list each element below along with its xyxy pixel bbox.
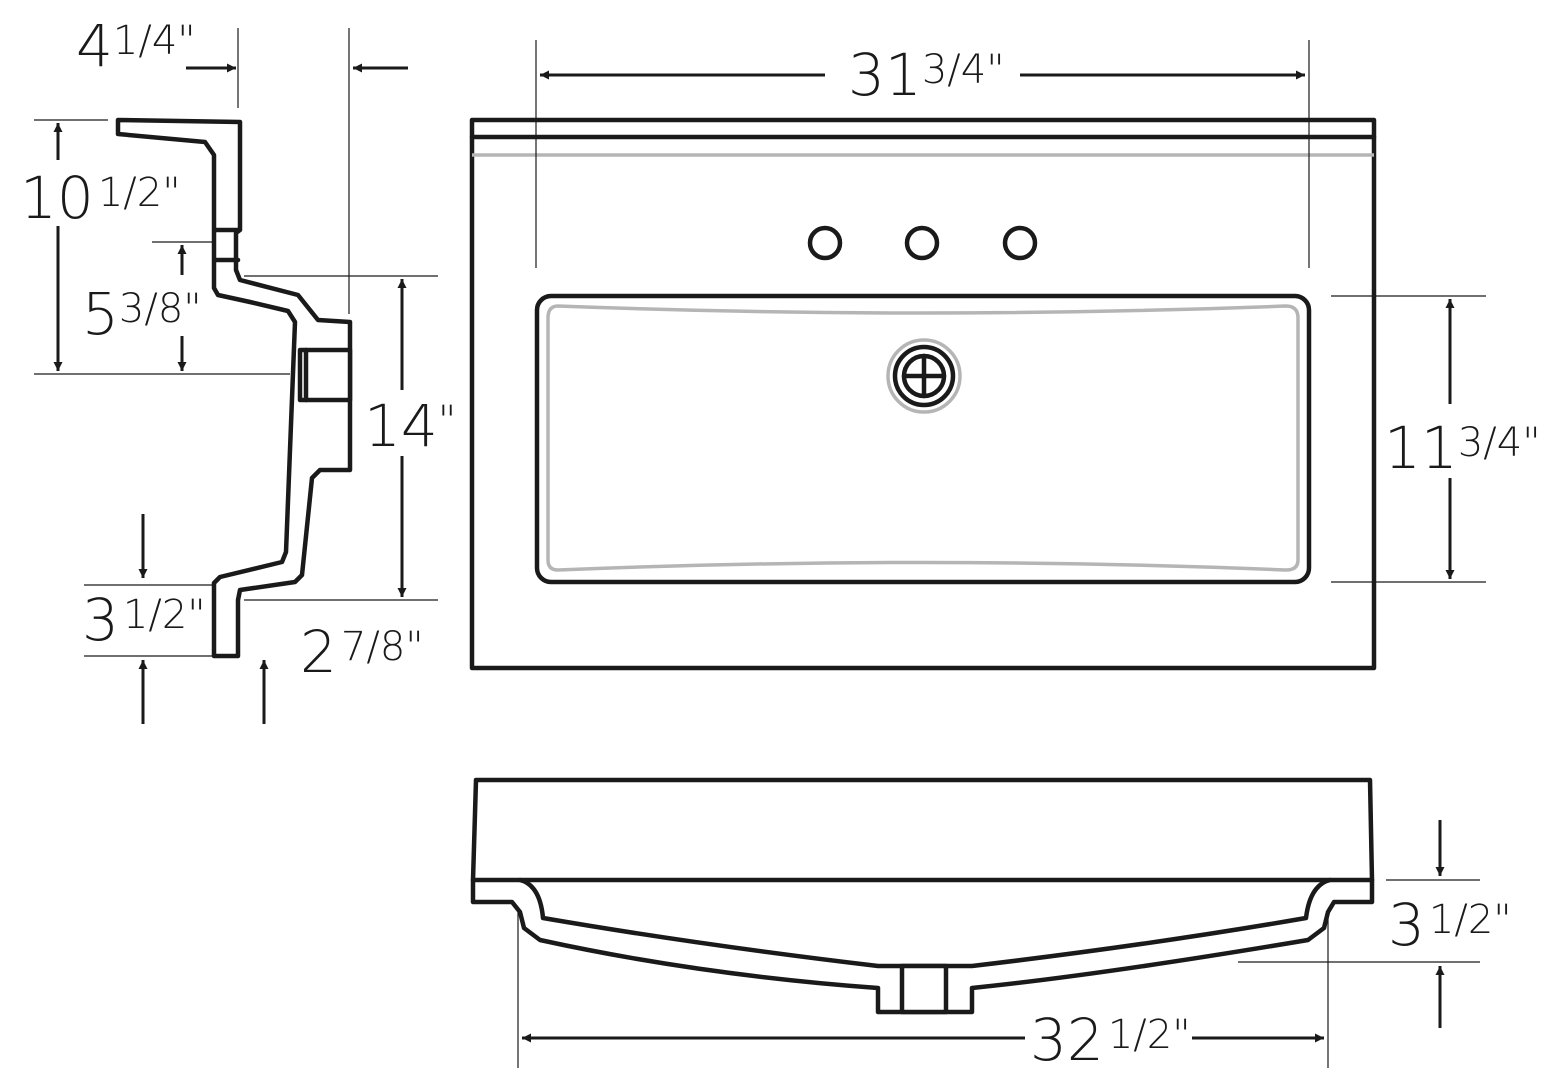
backsplash-thickness-label: 41/4": [76, 12, 196, 80]
basin-inner-edge: [546, 304, 1300, 572]
side-profile-view: [115, 117, 353, 659]
side-extension-lines: [34, 28, 438, 657]
front-view: [470, 777, 1375, 1015]
bowl-depth-label: 113/4": [1384, 414, 1541, 482]
side-depth-label: 14": [364, 392, 456, 460]
faucet-hole-right: [1002, 225, 1038, 261]
side-drain-outlet: [297, 347, 353, 403]
top-dimension-arrows: [540, 70, 1455, 579]
basin-depth-label: 53/8": [82, 280, 202, 348]
top-extension-lines: [535, 40, 1486, 583]
front-extension-lines: [517, 879, 1480, 1068]
faucet-hole-center: [904, 225, 940, 261]
top-width-label: 313/4": [848, 41, 1005, 109]
front-dimension-arrows: [522, 820, 1445, 1043]
side-profile-outline: [115, 117, 353, 659]
front-drain-outlet: [899, 963, 949, 1015]
drain: [886, 338, 962, 414]
faucet-hole-left: [807, 225, 843, 261]
basin-outline: [534, 293, 1312, 585]
top-view: [469, 117, 1377, 671]
side-dimension-arrows: [53, 63, 408, 724]
front-view-outline: [470, 777, 1375, 1015]
